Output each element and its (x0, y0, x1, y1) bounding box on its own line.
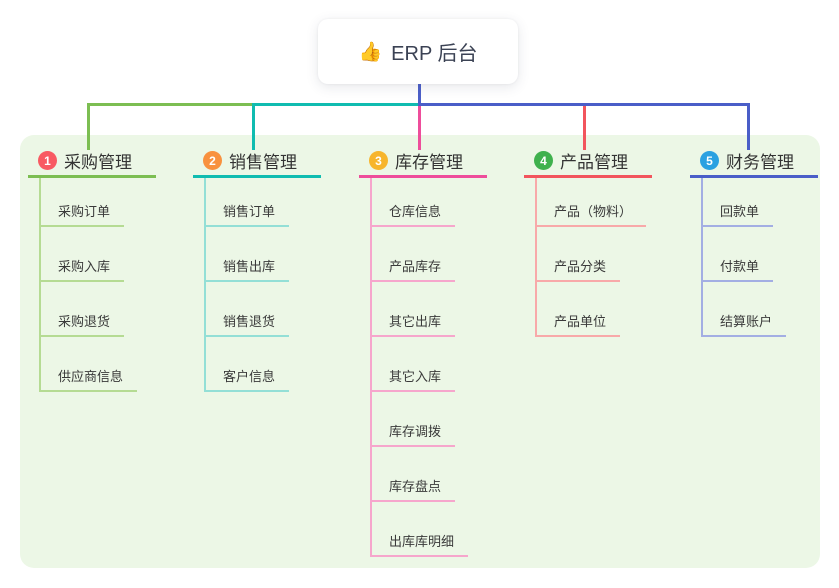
branch-topic-inventory[interactable]: 3 库存管理 (359, 146, 487, 178)
child-topic[interactable]: 库存调拨 (372, 392, 456, 447)
child-topic[interactable]: 产品库存 (372, 227, 456, 282)
thumbs-up-icon: 👍 (358, 41, 383, 63)
child-topic[interactable]: 客户信息 (206, 337, 290, 392)
branch-title: 采购管理 (64, 153, 132, 172)
branch-title: 财务管理 (726, 153, 794, 172)
branch-title: 销售管理 (229, 153, 297, 172)
child-topic[interactable]: 其它出库 (372, 282, 456, 337)
branch-children: 仓库信息 产品库存 其它出库 其它入库 库存调拨 库存盘点 出库库明细 (370, 178, 487, 557)
number-badge: 3 (369, 151, 388, 170)
child-topic[interactable]: 出库库明细 (372, 502, 469, 557)
branch-topic-sales[interactable]: 2 销售管理 (193, 146, 321, 178)
branch-product: 4 产品管理 产品（物料） 产品分类 产品单位 (524, 146, 652, 337)
root-node-title: ERP 后台 (391, 43, 478, 65)
number-badge: 4 (534, 151, 553, 170)
branch-title: 产品管理 (560, 153, 628, 172)
child-topic[interactable]: 采购入库 (41, 227, 125, 282)
child-topic[interactable]: 销售退货 (206, 282, 290, 337)
branch-topic-product[interactable]: 4 产品管理 (524, 146, 652, 178)
number-badge: 5 (700, 151, 719, 170)
root-node-erp[interactable]: 👍 ERP 后台 (318, 19, 518, 84)
branch-children: 销售订单 销售出库 销售退货 客户信息 (204, 178, 321, 392)
child-topic[interactable]: 供应商信息 (41, 337, 138, 392)
branch-finance: 5 财务管理 回款单 付款单 结算账户 (690, 146, 818, 337)
child-topic[interactable]: 库存盘点 (372, 447, 456, 502)
branch-topic-finance[interactable]: 5 财务管理 (690, 146, 818, 178)
child-topic[interactable]: 销售出库 (206, 227, 290, 282)
child-topic[interactable]: 产品单位 (537, 282, 621, 337)
branch-purchase: 1 采购管理 采购订单 采购入库 采购退货 供应商信息 (28, 146, 156, 392)
branch-title: 库存管理 (395, 153, 463, 172)
branch-children: 回款单 付款单 结算账户 (701, 178, 818, 337)
child-topic[interactable]: 销售订单 (206, 178, 290, 227)
child-topic[interactable]: 付款单 (703, 227, 774, 282)
child-topic[interactable]: 结算账户 (703, 282, 787, 337)
child-topic[interactable]: 产品（物料） (537, 178, 647, 227)
number-badge: 1 (38, 151, 57, 170)
child-topic[interactable]: 产品分类 (537, 227, 621, 282)
child-topic[interactable]: 回款单 (703, 178, 774, 227)
number-badge: 2 (203, 151, 222, 170)
child-topic[interactable]: 仓库信息 (372, 178, 456, 227)
branch-topic-purchase[interactable]: 1 采购管理 (28, 146, 156, 178)
branch-children: 采购订单 采购入库 采购退货 供应商信息 (39, 178, 156, 392)
child-topic[interactable]: 其它入库 (372, 337, 456, 392)
child-topic[interactable]: 采购退货 (41, 282, 125, 337)
branch-inventory: 3 库存管理 仓库信息 产品库存 其它出库 其它入库 库存调拨 库存盘点 出库库… (359, 146, 487, 557)
branch-children: 产品（物料） 产品分类 产品单位 (535, 178, 652, 337)
child-topic[interactable]: 采购订单 (41, 178, 125, 227)
mindmap-panel (20, 135, 820, 568)
branch-sales: 2 销售管理 销售订单 销售出库 销售退货 客户信息 (193, 146, 321, 392)
